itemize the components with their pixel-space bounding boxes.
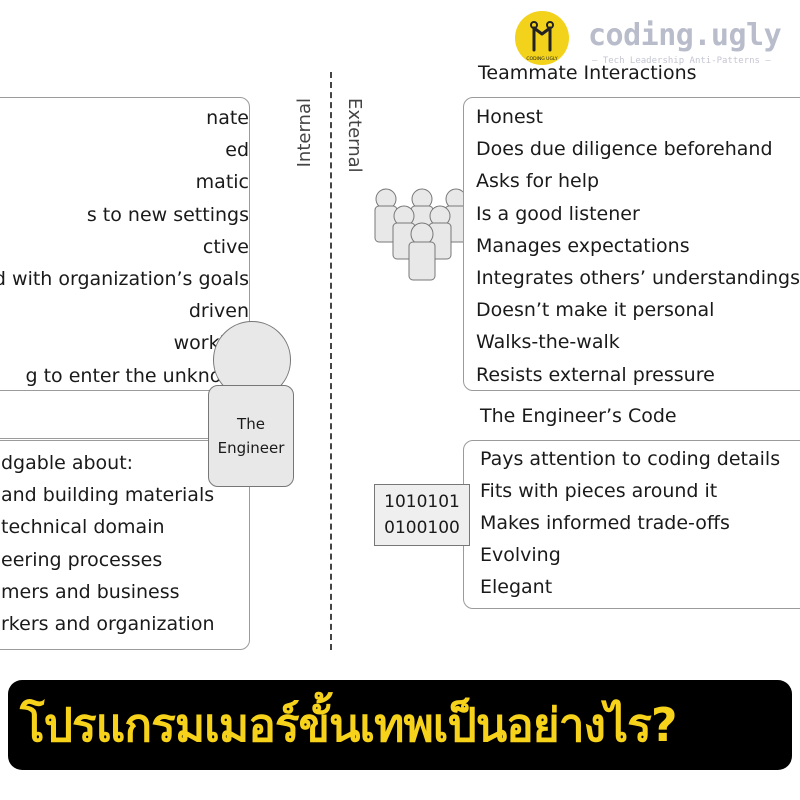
- internal-trait-item: nate: [206, 107, 249, 129]
- teammate-interaction-item: Asks for help: [476, 170, 600, 193]
- internal-trait-item: ed: [225, 139, 249, 162]
- teammates-crowd-icon: [374, 188, 468, 281]
- engineer-figure: The Engineer: [208, 385, 294, 487]
- knowledge-item: and building materials: [1, 484, 215, 507]
- binary-line: 0100100: [384, 518, 460, 538]
- knowledge-item: mers and business: [1, 580, 180, 603]
- teammate-interaction-item: Honest: [476, 106, 543, 128]
- internal-trait-item: driven: [188, 300, 249, 323]
- engineers-code-item: Pays attention to coding details: [480, 448, 781, 470]
- connector-line: [0, 438, 208, 439]
- teammate-interaction-item: Integrates others’ understandings: [476, 267, 800, 289]
- teammate-interaction-item: Doesn’t make it personal: [476, 299, 715, 322]
- knowledge-item: dgable about:: [1, 452, 134, 474]
- internal-external-divider: [330, 72, 332, 650]
- engineers-code-item: Makes informed trade-offs: [480, 512, 730, 534]
- internal-trait-item: ctive: [202, 235, 249, 258]
- internal-trait-item: g to enter the unknown: [25, 364, 250, 387]
- brand-tagline: — Tech Leadership Anti-Patterns —: [592, 56, 771, 66]
- teammate-interaction-item: Walks-the-walk: [476, 331, 620, 354]
- brand-name: coding.ugly: [588, 18, 782, 53]
- binary-line: 1010101: [384, 492, 460, 512]
- title-banner: โปรแกรมเมอร์ขั้นเทพเป็นอย่างไร?: [8, 680, 792, 770]
- teammate-interaction-item: Manages expectations: [476, 234, 690, 257]
- engineers-code-item: Fits with pieces around it: [480, 480, 718, 502]
- brand-logo-icon: CODING UGLY: [515, 11, 569, 65]
- banner-text: โปรแกรมเมอร์ขั้นเทพเป็นอย่างไร?: [20, 697, 678, 752]
- internal-label: Internal: [294, 98, 315, 168]
- teammate-interaction-item: Does due diligence beforehand: [476, 138, 773, 161]
- external-label: External: [344, 98, 365, 173]
- knowledge-item: eering processes: [1, 548, 163, 571]
- knowledge-box: dgable about: and building materials techn…: [0, 440, 250, 650]
- knowledge-item: technical domain: [1, 516, 165, 539]
- teammate-interaction-item: Is a good listener: [476, 202, 640, 225]
- teammate-interaction-item: Resists external pressure: [476, 363, 715, 386]
- engineers-code-title: The Engineer’s Code: [480, 405, 677, 427]
- internal-trait-item: ed with organization’s goals: [0, 268, 249, 290]
- internal-traits-box: nate ed matic s to new settings ctive ed with…: [0, 97, 250, 391]
- engineers-code-item: Elegant: [480, 576, 553, 598]
- internal-trait-item: matic: [195, 171, 249, 194]
- binary-code-badge: 1010101 0100100: [374, 484, 470, 546]
- brand-logo-text: CODING UGLY: [526, 56, 557, 62]
- knowledge-item: rkers and organization: [1, 613, 215, 635]
- teammate-person-icon: [408, 222, 436, 281]
- internal-trait-item: s to new settings: [86, 203, 249, 226]
- engineer-label: The Engineer: [217, 415, 285, 457]
- teammate-person-icon: [374, 188, 398, 243]
- engineers-code-item: Evolving: [480, 544, 561, 566]
- teammate-interactions-title: Teammate Interactions: [478, 62, 697, 84]
